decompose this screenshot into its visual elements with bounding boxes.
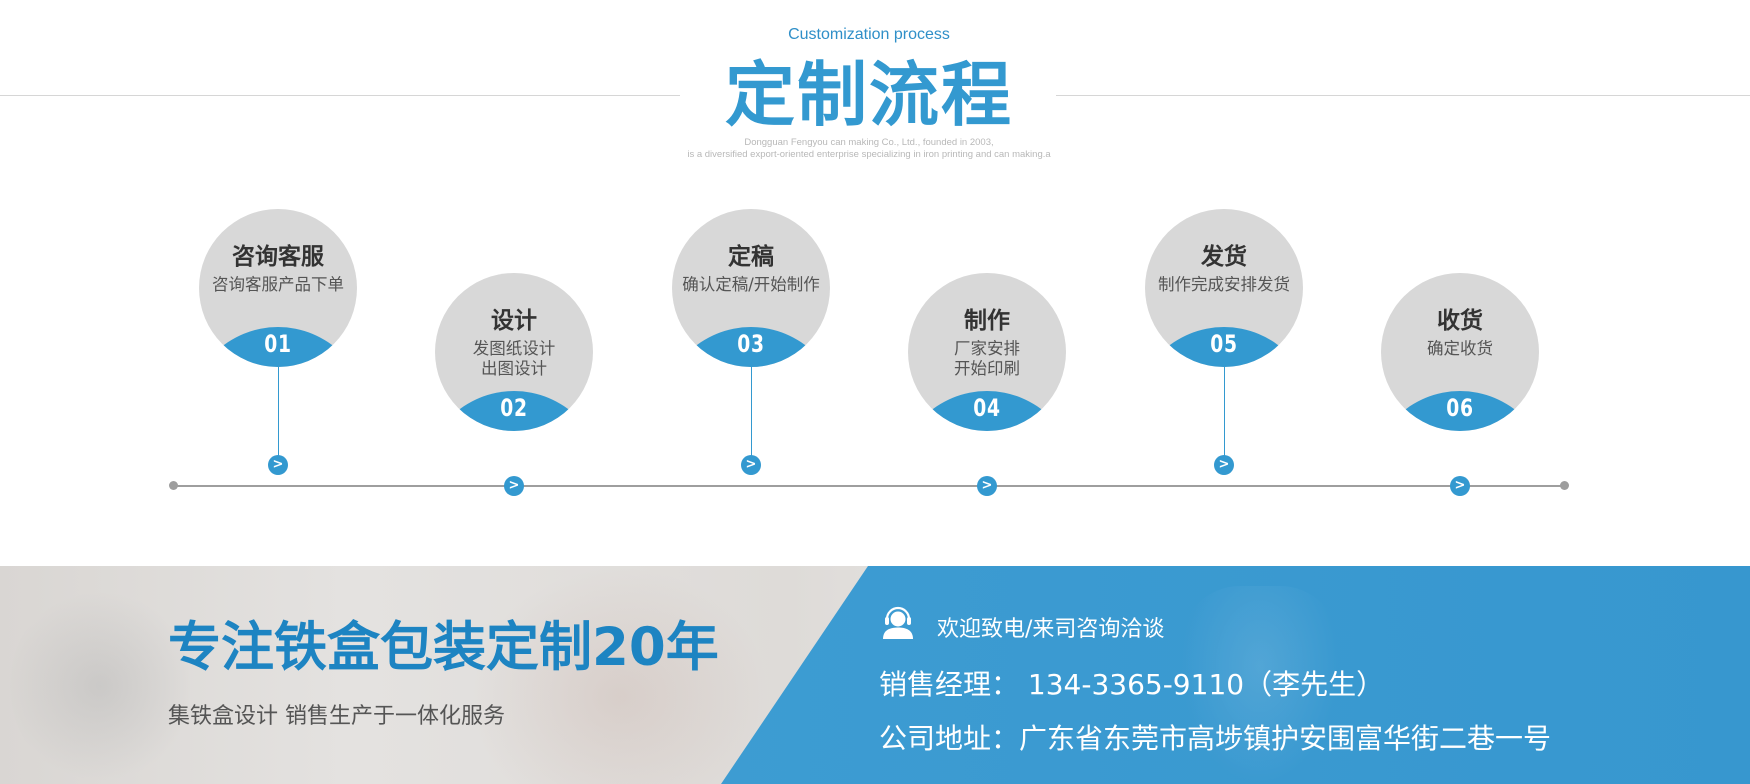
step-title: 设计 <box>491 308 537 334</box>
step-number: 04 <box>973 394 1001 422</box>
connector-line-01 <box>278 367 279 456</box>
step-03-finalize: 定稿 确认定稿/开始制作 03 <box>672 209 830 367</box>
step-desc-line1: 厂家安排 <box>954 339 1020 358</box>
chevron-right-icon: > <box>1450 476 1470 496</box>
banner-subline: 集铁盒设计 销售生产于一体化服务 <box>168 704 505 729</box>
step-04-production: 制作 厂家安排 开始印刷 04 <box>908 273 1066 431</box>
header-divider-left <box>0 95 680 96</box>
sales-manager-phone[interactable]: 销售经理： 134-3365-9110（李先生） <box>879 668 1385 701</box>
connector-line-03 <box>751 367 752 456</box>
chevron-right-icon: > <box>504 476 524 496</box>
step-number: 06 <box>1446 394 1474 422</box>
step-number: 02 <box>500 394 528 422</box>
contact-welcome: 欢迎致电/来司咨询洽谈 <box>937 617 1165 642</box>
step-title: 咨询客服 <box>232 244 324 270</box>
company-address: 公司地址：广东省东莞市高埗镇护安围富华街二巷一号 <box>879 722 1552 755</box>
background-photo-blur <box>10 586 190 784</box>
banner-headline: 专注铁盒包装定制20年 <box>168 617 719 678</box>
step-number: 03 <box>737 330 765 358</box>
timeline-track <box>173 485 1564 487</box>
headset-user-icon <box>883 606 913 639</box>
step-desc: 确定收货 <box>1427 339 1493 358</box>
section-title: 定制流程 <box>725 54 1013 136</box>
chevron-right-icon: > <box>977 476 997 496</box>
contact-banner: 专注铁盒包装定制20年 集铁盒设计 销售生产于一体化服务 欢迎致电/来司咨询洽谈… <box>0 566 1750 784</box>
step-desc-line2: 出图设计 <box>481 359 547 378</box>
step-number: 01 <box>264 330 292 358</box>
step-desc: 确认定稿/开始制作 <box>682 275 820 294</box>
step-title: 定稿 <box>728 244 774 270</box>
step-01-consult: 咨询客服 咨询客服产品下单 01 <box>199 209 357 367</box>
background-photo-blur <box>470 566 770 784</box>
chevron-right-icon: > <box>741 455 761 475</box>
step-02-design: 设计 发图纸设计 出图设计 02 <box>435 273 593 431</box>
contact-panel <box>721 566 1750 784</box>
company-tagline-line1: Dongguan Fengyou can making Co., Ltd., f… <box>744 137 994 148</box>
step-number: 05 <box>1210 330 1238 358</box>
step-title: 收货 <box>1437 308 1483 334</box>
timeline-start-dot <box>169 481 178 490</box>
step-05-shipping: 发货 制作完成安排发货 05 <box>1145 209 1303 367</box>
timeline-end-dot <box>1560 481 1569 490</box>
step-06-receive: 收货 确定收货 06 <box>1381 273 1539 431</box>
step-desc: 咨询客服产品下单 <box>212 275 344 294</box>
header-divider-right <box>1056 95 1750 96</box>
step-desc-line2: 开始印刷 <box>954 359 1020 378</box>
step-title: 发货 <box>1201 244 1247 270</box>
section-subtitle-en: Customization process <box>788 26 950 43</box>
step-title: 制作 <box>964 308 1010 334</box>
step-desc: 制作完成安排发货 <box>1158 275 1290 294</box>
step-desc: 发图纸设计 出图设计 <box>435 339 593 379</box>
step-desc: 厂家安排 开始印刷 <box>908 339 1066 379</box>
chevron-right-icon: > <box>268 455 288 475</box>
connector-line-05 <box>1224 367 1225 456</box>
company-tagline-line2: is a diversified export-oriented enterpr… <box>687 149 1051 160</box>
step-desc-line1: 发图纸设计 <box>472 339 556 358</box>
chevron-right-icon: > <box>1214 455 1234 475</box>
background-handshake-image <box>1180 586 1340 784</box>
